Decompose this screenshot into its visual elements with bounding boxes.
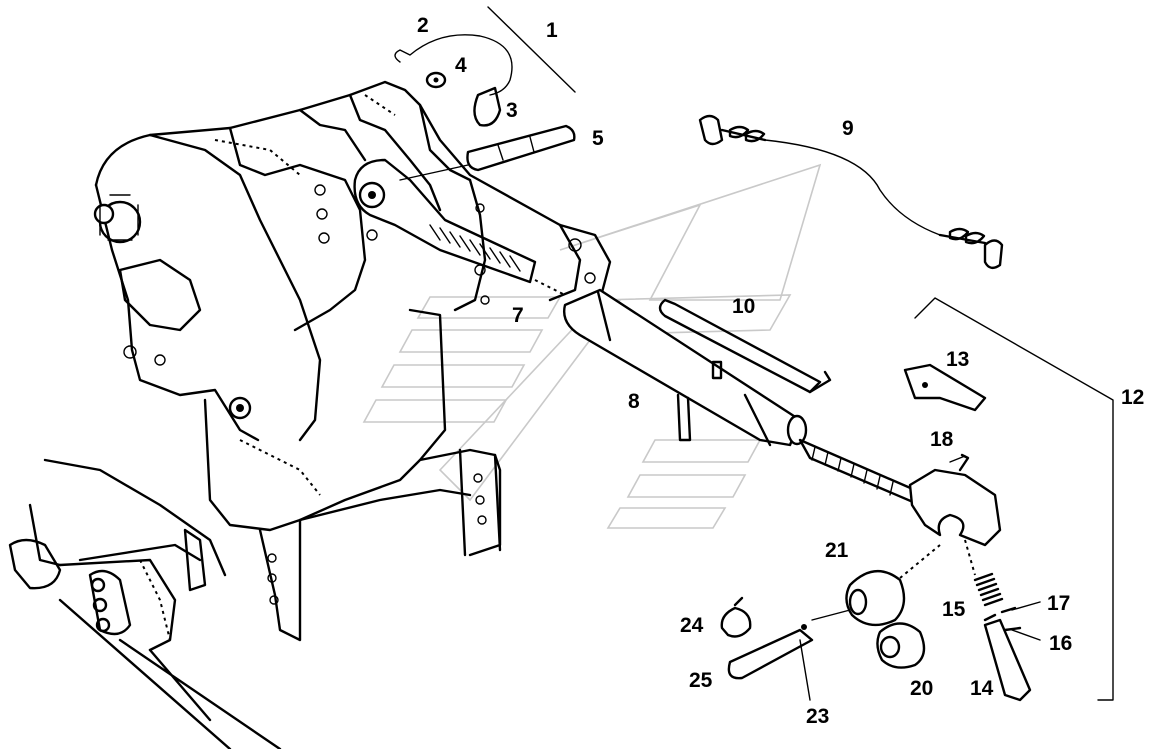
- callout-9: 9: [842, 117, 854, 140]
- callout-17: 17: [1047, 592, 1070, 615]
- bracket-12: [914, 297, 1114, 701]
- callout-1: 1: [546, 19, 558, 42]
- callout-14: 14: [970, 677, 994, 700]
- small-pins-16-17: [1000, 606, 1022, 632]
- callout-18: 18: [930, 428, 954, 451]
- spring-15: [964, 539, 1004, 607]
- release-pin-14: [983, 613, 1032, 702]
- callout-3: 3: [506, 99, 518, 122]
- hook-assembly-12: [798, 438, 1002, 547]
- callout-20: 20: [910, 677, 933, 700]
- latch-13: [903, 363, 987, 412]
- leader-lines: [949, 455, 1041, 641]
- callout-25: 25: [689, 669, 713, 692]
- callout-7: 7: [512, 304, 524, 327]
- lift-rod-7: [353, 158, 566, 296]
- callout-23: 23: [806, 705, 829, 728]
- callout-2: 2: [417, 14, 429, 37]
- clip-10: [658, 298, 832, 394]
- bracket-1: [487, 6, 576, 93]
- lynch-pin-24: [720, 596, 752, 638]
- lower-frame: [8, 308, 502, 749]
- callout-16: 16: [1049, 632, 1072, 655]
- lift-housing: [93, 80, 612, 496]
- callout-21: 21: [825, 539, 849, 562]
- callout-15: 15: [942, 598, 966, 621]
- pin-assembly: [394, 34, 576, 181]
- callout-24: 24: [680, 614, 704, 637]
- pin-23: [727, 609, 851, 701]
- chain-9: [698, 114, 1004, 270]
- callout-5: 5: [592, 127, 604, 150]
- callout-10: 10: [732, 295, 755, 318]
- callout-12: 12: [1121, 386, 1144, 409]
- callout-13: 13: [946, 348, 969, 371]
- callout-4: 4: [455, 54, 467, 77]
- watermark-logo-icon: [362, 163, 822, 529]
- callout-labels: 1 2 3 4 5 7 8 9 10 12 13 14 15 16 17 18 …: [417, 14, 1144, 728]
- ball-20: [876, 622, 926, 669]
- adjuster-tube-8: [563, 288, 808, 447]
- ball-21: [845, 544, 941, 627]
- callout-8: 8: [628, 390, 640, 413]
